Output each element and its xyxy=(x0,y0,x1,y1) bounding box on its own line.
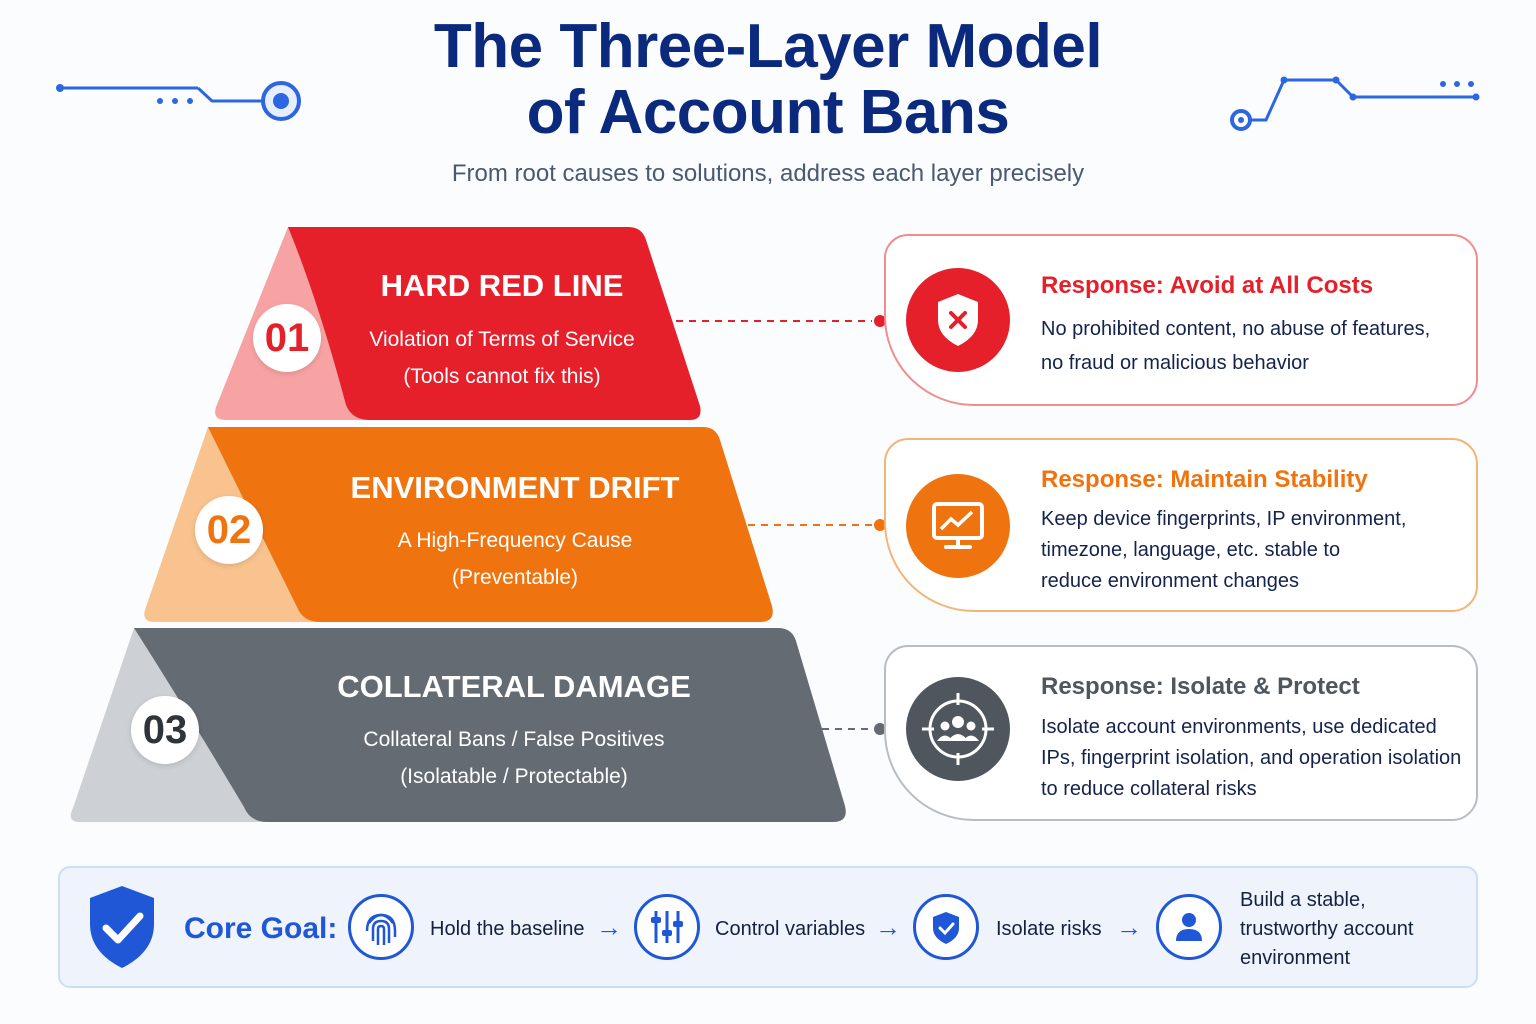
layer-1-number-badge: 01 xyxy=(253,304,321,372)
fingerprint-icon xyxy=(348,894,414,960)
response-card-2: Response: Maintain Stability Keep device… xyxy=(884,438,1478,612)
goal-final-line-1: Build a stable, xyxy=(1240,889,1366,911)
response-3-line-2: IPs, fingerprint isolation, and operatio… xyxy=(1041,747,1462,769)
response-2-line-1: Keep device fingerprints, IP environment… xyxy=(1041,508,1407,530)
layer-1-face xyxy=(288,227,701,420)
core-goal-bar: Core Goal: Hold the baseline → Control v… xyxy=(58,866,1478,988)
layer-3-number-badge: 03 xyxy=(131,696,199,764)
monitor-chart-icon xyxy=(906,474,1010,578)
goal-step-1-text: Hold the baseline xyxy=(430,918,585,940)
layer-2-note: (Preventable) xyxy=(451,566,579,589)
response-3-line-1: Isolate account environments, use dedica… xyxy=(1041,716,1437,738)
response-3-body: Isolate account environments, use dedica… xyxy=(1041,712,1461,805)
layer-3-subtitle: Collateral Bans / False Positives xyxy=(363,728,665,751)
core-goal-label: Core Goal: xyxy=(184,912,338,945)
title-line-1: The Three-Layer Model xyxy=(433,12,1103,81)
layer-1-title: HARD RED LINE xyxy=(380,268,624,303)
response-1-line-1: No prohibited content, no abuse of featu… xyxy=(1041,318,1431,340)
layer-1-note: (Tools cannot fix this) xyxy=(403,365,601,388)
response-3-line-3: to reduce collateral risks xyxy=(1041,778,1257,800)
layer-1-subtitle: Violation of Terms of Service xyxy=(369,328,635,351)
subtitle: From root causes to solutions, address e… xyxy=(451,160,1085,187)
arrow-right-icon: → xyxy=(596,912,622,942)
layer-3-note: (Isolatable / Protectable) xyxy=(400,765,628,788)
layer-2-text: ENVIRONMENT DRIFT A High-Frequency Cause… xyxy=(315,470,715,596)
layer-3-face xyxy=(134,628,846,822)
goal-final-line-2: trustworthy account xyxy=(1240,918,1414,940)
response-card-1: Response: Avoid at All Costs No prohibit… xyxy=(884,234,1478,406)
response-1-line-2: no fraud or malicious behavior xyxy=(1041,352,1309,374)
layer-3-text: COLLATERAL DAMAGE Collateral Bans / Fals… xyxy=(300,669,728,795)
circuit-decoration-left xyxy=(56,81,301,121)
goal-final-text: Build a stable, trustworthy account envi… xyxy=(1240,886,1413,973)
layer-3-title: COLLATERAL DAMAGE xyxy=(337,669,691,704)
layer-2-title: ENVIRONMENT DRIFT xyxy=(350,470,680,505)
shield-check-large-icon xyxy=(90,886,154,968)
goal-step-2-text: Control variables xyxy=(715,918,866,940)
shield-x-icon xyxy=(906,268,1010,372)
response-card-3: Response: Isolate & Protect Isolate acco… xyxy=(884,645,1478,821)
response-2-title: Response: Maintain Stability xyxy=(1041,466,1368,493)
page-title: The Three-Layer Model of Account Bans xyxy=(0,14,1536,146)
response-2-line-2: timezone, language, etc. stable to xyxy=(1041,539,1341,561)
user-icon xyxy=(1156,894,1222,960)
layer-1-text: HARD RED LINE Violation of Terms of Serv… xyxy=(322,268,682,395)
circuit-decoration-right xyxy=(1230,76,1480,131)
layer-2-subtitle: A High-Frequency Cause xyxy=(397,529,633,552)
response-2-body: Keep device fingerprints, IP environment… xyxy=(1041,504,1406,597)
layer-2-face xyxy=(208,427,773,622)
response-1-title: Response: Avoid at All Costs xyxy=(1041,272,1374,299)
sliders-icon xyxy=(634,894,700,960)
arrow-right-icon: → xyxy=(1116,912,1142,942)
goal-step-3-text: Isolate risks xyxy=(996,918,1102,940)
group-target-icon xyxy=(906,677,1010,781)
response-2-line-3: reduce environment changes xyxy=(1041,570,1299,592)
response-3-title: Response: Isolate & Protect xyxy=(1041,673,1360,700)
response-1-body: No prohibited content, no abuse of featu… xyxy=(1041,312,1430,380)
layer-2-number-badge: 02 xyxy=(195,496,263,564)
arrow-right-icon: → xyxy=(875,912,901,942)
title-line-2: of Account Bans xyxy=(526,78,1010,147)
goal-final-line-3: environment xyxy=(1240,947,1351,969)
shield-check-icon xyxy=(913,894,979,960)
